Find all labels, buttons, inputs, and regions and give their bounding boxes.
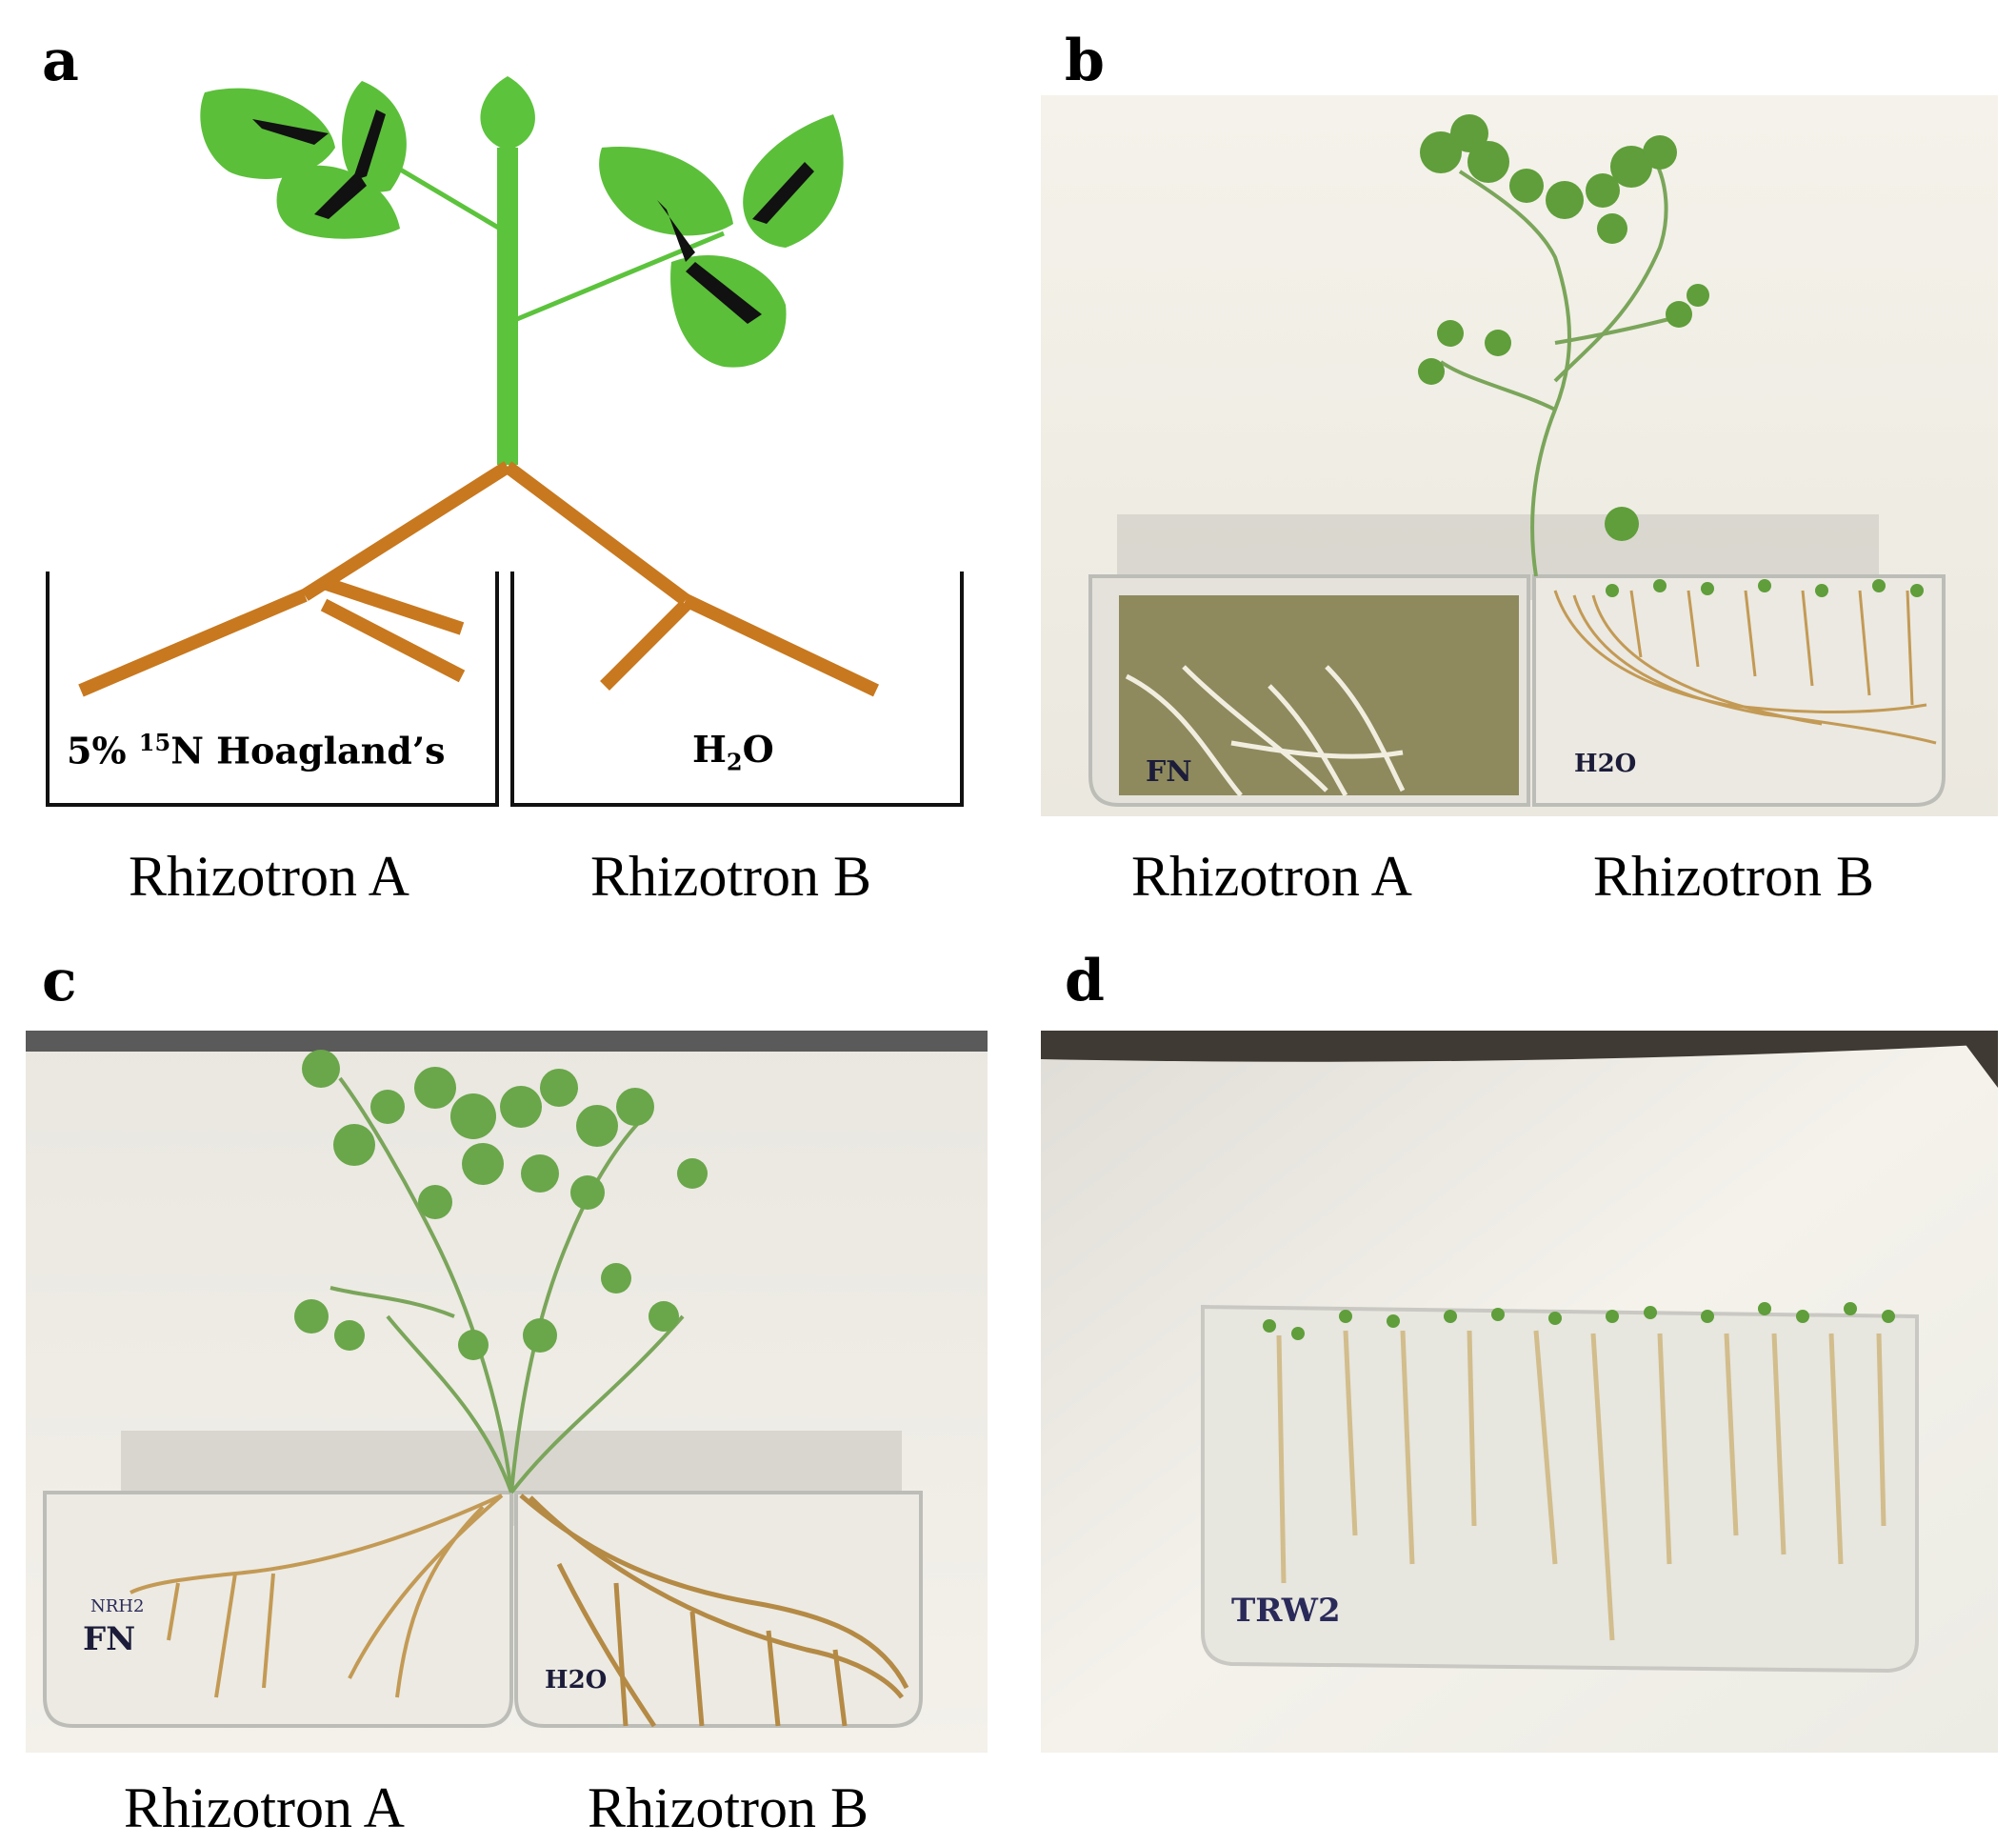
roots-b: [519, 1494, 909, 1728]
roots-a: [130, 1494, 504, 1698]
rhizotron-a-tray: [43, 1491, 513, 1728]
seedlings-b: [1606, 579, 1924, 597]
panel-d-photo: TRW2: [1041, 1031, 1998, 1753]
leaf-cluster-left: [200, 81, 407, 239]
tray-a-tag: FN: [1146, 755, 1192, 789]
panel-b-label: b: [1065, 28, 1105, 94]
plant-b: [1439, 150, 1689, 577]
leaf-cluster-right: [599, 114, 844, 368]
tray-a-small-tag: NRH2: [90, 1596, 144, 1616]
rhizotron-tray: [1201, 1304, 1919, 1674]
panel-a-caption-left: Rhizotron A: [129, 845, 409, 908]
panel-a-diagram: [46, 76, 964, 807]
tray-tag: TRW2: [1231, 1592, 1341, 1630]
seedling-leaves: [1263, 1302, 1895, 1340]
panel-b-photo: FN H2O: [1041, 95, 1998, 816]
panel-a-label: a: [42, 28, 79, 94]
seedling-roots: [1276, 1330, 1886, 1641]
roots: [78, 461, 880, 697]
bud-icon: [480, 76, 535, 150]
tray-b-tag: H2O: [1574, 750, 1636, 778]
roots-b: [1553, 590, 1937, 745]
panel-b-caption-right: Rhizotron B: [1593, 845, 1874, 908]
plant-c: [329, 1076, 685, 1494]
panel-d-label: d: [1065, 948, 1105, 1014]
plant-stem: [497, 148, 518, 465]
box-a-solution-label: 5% 15N Hoagland’s: [67, 729, 446, 772]
leaves-b: [1418, 114, 1709, 541]
panel-c-photo: NRH2 FN H2O: [26, 1031, 988, 1753]
rockwool-block: [1119, 595, 1519, 795]
panel-c-caption-left: Rhizotron A: [124, 1776, 405, 1839]
panel-c-caption-right: Rhizotron B: [588, 1776, 868, 1839]
box-b-solution-label: H2O: [692, 728, 774, 776]
tray-a-tag: FN: [83, 1620, 135, 1658]
tray-b-tag: H2O: [545, 1666, 607, 1695]
rhizotron-box-b: [510, 572, 964, 807]
panel-a-caption-right: Rhizotron B: [590, 845, 871, 908]
rhizotron-box-a: [46, 572, 499, 807]
panel-b-caption-left: Rhizotron A: [1131, 845, 1412, 908]
panel-c-label: c: [42, 948, 77, 1014]
leaves-c: [294, 1050, 708, 1360]
